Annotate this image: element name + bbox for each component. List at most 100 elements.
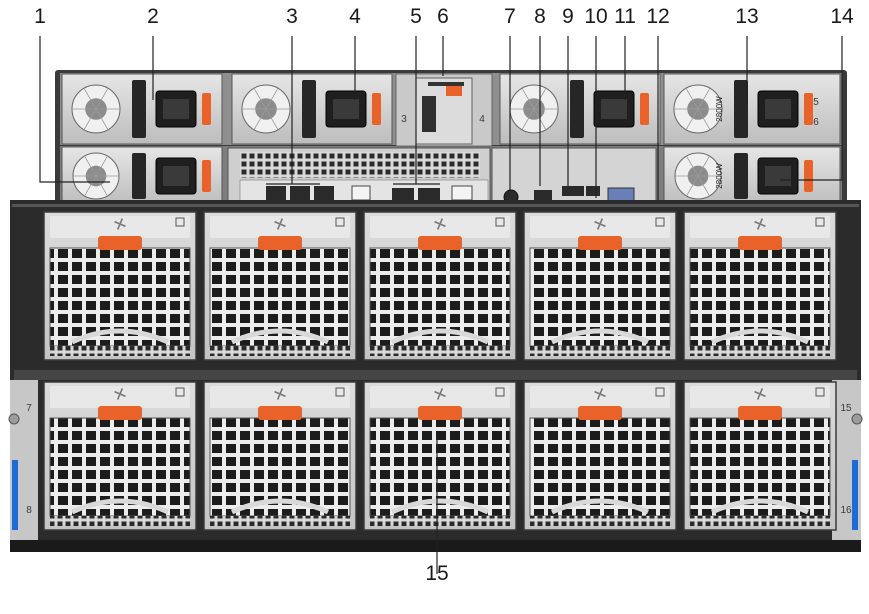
release-handle-icon[interactable]	[734, 153, 748, 199]
psu-rating-label: 2800W	[715, 96, 724, 122]
release-handle-icon[interactable]	[418, 236, 462, 250]
fan-icon	[509, 84, 559, 134]
power-supply-unit[interactable]	[61, 146, 223, 206]
slot-mark-6: 6	[813, 117, 819, 128]
callout-number-11: 11	[614, 5, 636, 28]
release-handle-icon[interactable]	[132, 80, 146, 138]
leader-line-14	[780, 36, 843, 181]
callout-number-7: 7	[504, 5, 516, 28]
fan-icon	[274, 388, 286, 400]
fan-module[interactable]	[363, 211, 517, 361]
release-tab[interactable]	[202, 93, 211, 125]
fan-icon	[594, 388, 606, 400]
chassis-mark-left-upper: 7	[26, 403, 32, 414]
release-tab[interactable]	[372, 93, 381, 125]
release-tab[interactable]	[640, 93, 649, 125]
fan-icon	[673, 84, 723, 134]
power-supply-unit[interactable]	[61, 73, 223, 145]
network-port-b[interactable]	[290, 186, 310, 200]
vga-port[interactable]	[607, 187, 635, 203]
release-handle-icon[interactable]	[258, 236, 302, 250]
chassis-mark-right-lower: 16	[840, 505, 852, 516]
leader-line-5	[393, 36, 440, 185]
callout-number-13: 13	[735, 5, 759, 28]
callout-leader-lines	[39, 36, 843, 574]
thumbscrew-icon[interactable]	[8, 413, 20, 425]
release-handle-icon[interactable]	[738, 406, 782, 420]
callout-number-3: 3	[286, 5, 298, 28]
callout-number-10: 10	[584, 5, 608, 28]
fan-icon	[72, 152, 120, 200]
release-handle-icon[interactable]	[258, 406, 302, 420]
power-supply-unit[interactable]	[231, 73, 393, 145]
power-supply-unit[interactable]	[499, 73, 661, 145]
mini-display-port[interactable]	[586, 186, 600, 196]
fan-module[interactable]	[683, 211, 837, 361]
fan-icon	[434, 218, 446, 230]
power-supply-bays: 2800W 2800W	[61, 73, 841, 206]
callout-number-9: 9	[562, 5, 574, 28]
callout-number-14: 14	[830, 5, 854, 28]
release-tab[interactable]	[804, 160, 813, 192]
fan-icon	[434, 388, 446, 400]
slot-mark-4: 4	[479, 114, 485, 125]
network-port-c[interactable]	[314, 186, 334, 200]
release-handle-icon[interactable]	[734, 80, 748, 138]
chassis-mark-right-upper: 15	[840, 403, 852, 414]
callout-number-15: 15	[425, 562, 449, 585]
fan-icon	[71, 84, 121, 134]
fan-module[interactable]	[203, 211, 357, 361]
chassis-mark-left-lower: 8	[26, 505, 32, 516]
leader-line-1	[39, 36, 110, 183]
fan-icon	[241, 84, 291, 134]
release-handle-icon[interactable]	[738, 236, 782, 250]
ocp-connector-b[interactable]	[418, 188, 440, 200]
fan-module[interactable]	[683, 381, 837, 531]
fan-module[interactable]	[523, 381, 677, 531]
fan-icon	[674, 152, 722, 200]
fan-icon	[594, 218, 606, 230]
power-supply-unit[interactable]: 2800W	[663, 146, 841, 206]
fan-module[interactable]	[43, 381, 197, 531]
fan-module[interactable]	[363, 381, 517, 531]
callout-number-5: 5	[410, 5, 422, 28]
thumbscrew-icon[interactable]	[851, 413, 863, 425]
release-handle-icon[interactable]	[578, 236, 622, 250]
fan-icon	[274, 218, 286, 230]
callout-number-1: 1	[34, 5, 46, 28]
fan-module[interactable]	[43, 211, 197, 361]
callout-number-12: 12	[646, 5, 670, 28]
fan-module[interactable]	[523, 211, 677, 361]
release-handle-icon[interactable]	[98, 236, 142, 250]
slot-mark-5: 5	[813, 97, 819, 108]
fan-icon	[754, 388, 766, 400]
slot-mark-3: 3	[401, 114, 407, 125]
release-tab[interactable]	[804, 93, 813, 125]
release-handle-icon[interactable]	[98, 406, 142, 420]
release-handle-icon[interactable]	[302, 80, 316, 138]
fan-icon	[114, 218, 126, 230]
callout-number-6: 6	[437, 5, 449, 28]
network-port-a[interactable]	[266, 186, 286, 200]
release-handle-icon[interactable]	[418, 406, 462, 420]
release-handle-icon[interactable]	[578, 406, 622, 420]
fan-module[interactable]	[203, 381, 357, 531]
release-tab[interactable]	[202, 160, 211, 192]
callout-number-4: 4	[349, 5, 361, 28]
ocp-connector-a[interactable]	[392, 188, 414, 200]
io-panel	[227, 73, 657, 207]
release-handle-icon[interactable]	[570, 80, 584, 138]
psu-rating-label: 2800W	[715, 163, 724, 189]
leader-line-3	[266, 36, 320, 185]
idrac-port[interactable]	[562, 186, 584, 196]
usb-port[interactable]	[534, 190, 552, 203]
fan-icon	[754, 218, 766, 230]
callout-number-8: 8	[534, 5, 546, 28]
fan-modules	[43, 211, 837, 531]
power-supply-unit[interactable]: 2800W	[663, 73, 841, 145]
release-handle-icon[interactable]	[132, 153, 146, 199]
callout-number-2: 2	[147, 5, 159, 28]
fan-icon	[114, 388, 126, 400]
